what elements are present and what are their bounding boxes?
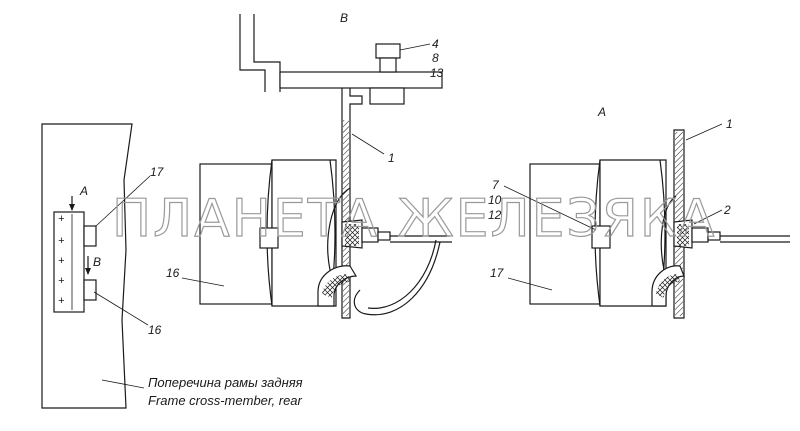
- view-a-label-12: 12: [488, 208, 502, 222]
- sensor-nut-a: [591, 225, 611, 249]
- arrow-a-label: A: [79, 184, 88, 198]
- sensor-nut: [259, 227, 279, 249]
- sensor-16-overview: [83, 279, 97, 301]
- bolt-head: [369, 87, 405, 105]
- sensor-17-overview: [83, 225, 97, 247]
- view-a-label-2: 2: [723, 203, 731, 217]
- view-a-label-10: 10: [488, 193, 502, 207]
- view-b-section: B 4 8 13 1: [166, 11, 452, 319]
- polarity-mark: +: [58, 255, 65, 267]
- sensor-body-17: [529, 163, 601, 305]
- mounting-plate: [279, 71, 443, 89]
- view-a-label-17: 17: [490, 266, 505, 280]
- overview-label-16: 16: [148, 323, 162, 337]
- view-b-label-16: 16: [166, 266, 180, 280]
- nut-4: [375, 43, 401, 59]
- polarity-mark: +: [58, 275, 65, 287]
- arrow-b-label: B: [93, 255, 101, 269]
- caption-en: Frame cross-member, rear: [148, 393, 303, 408]
- view-a-label-1: 1: [726, 117, 733, 131]
- view-b-title: B: [340, 11, 348, 25]
- polarity-mark: +: [58, 295, 65, 307]
- view-b-label-13: 13: [430, 66, 444, 80]
- watermark-text: ПЛАНЕТА ЖЕЛЕЗЯКА: [112, 189, 716, 249]
- overview-crossmember: A B + + + + + 17 16: [41, 123, 165, 409]
- view-b-label-4: 4: [432, 37, 439, 51]
- polarity-mark: +: [58, 235, 65, 247]
- overview-label-17: 17: [150, 165, 165, 179]
- washer-8: [379, 57, 397, 73]
- polarity-mark: +: [58, 213, 65, 225]
- view-b-label-1: 1: [388, 151, 395, 165]
- caption-ru: Поперечина рамы задняя: [148, 375, 303, 390]
- sensor-plate-overview: [53, 211, 85, 313]
- view-a-label-7: 7: [492, 178, 500, 192]
- view-a-title: A: [597, 105, 606, 119]
- view-b-label-8: 8: [432, 51, 439, 65]
- view-a-section: A 1 7 10 12 2 17: [488, 105, 790, 319]
